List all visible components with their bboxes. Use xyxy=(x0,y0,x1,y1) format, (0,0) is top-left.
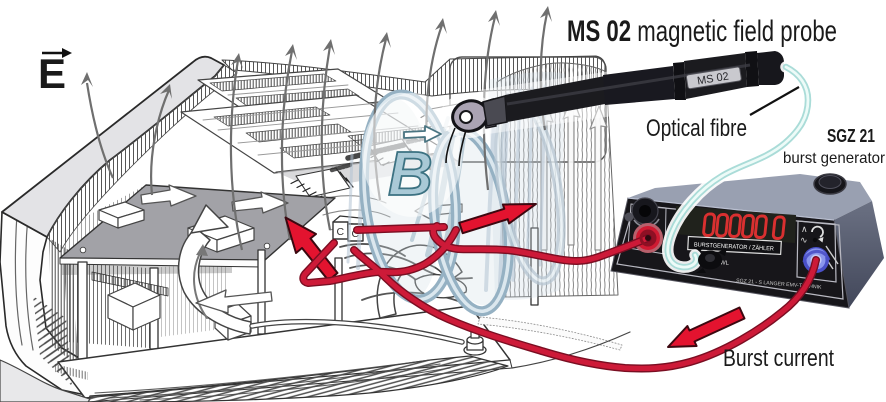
svg-text:∧: ∧ xyxy=(801,224,808,234)
svg-text:Optical fibre: Optical fibre xyxy=(646,115,747,142)
svg-text:C: C xyxy=(352,228,360,240)
svg-text:E: E xyxy=(38,50,66,97)
svg-text:LWL: LWL xyxy=(717,260,730,267)
svg-text:MS 02: MS 02 xyxy=(696,71,729,88)
svg-text:∿: ∿ xyxy=(800,235,808,245)
svg-text:C: C xyxy=(337,226,345,238)
svg-text:SGZ 21: SGZ 21 xyxy=(827,126,875,146)
svg-text:Burst current: Burst current xyxy=(723,345,834,372)
svg-text:B: B xyxy=(388,140,433,209)
svg-text:MS 02 magnetic field probe: MS 02 magnetic field probe xyxy=(567,15,837,48)
svg-text:BURSTGENERATOR / ZÄHLER: BURSTGENERATOR / ZÄHLER xyxy=(694,241,775,252)
svg-text:burst generator: burst generator xyxy=(783,150,886,167)
